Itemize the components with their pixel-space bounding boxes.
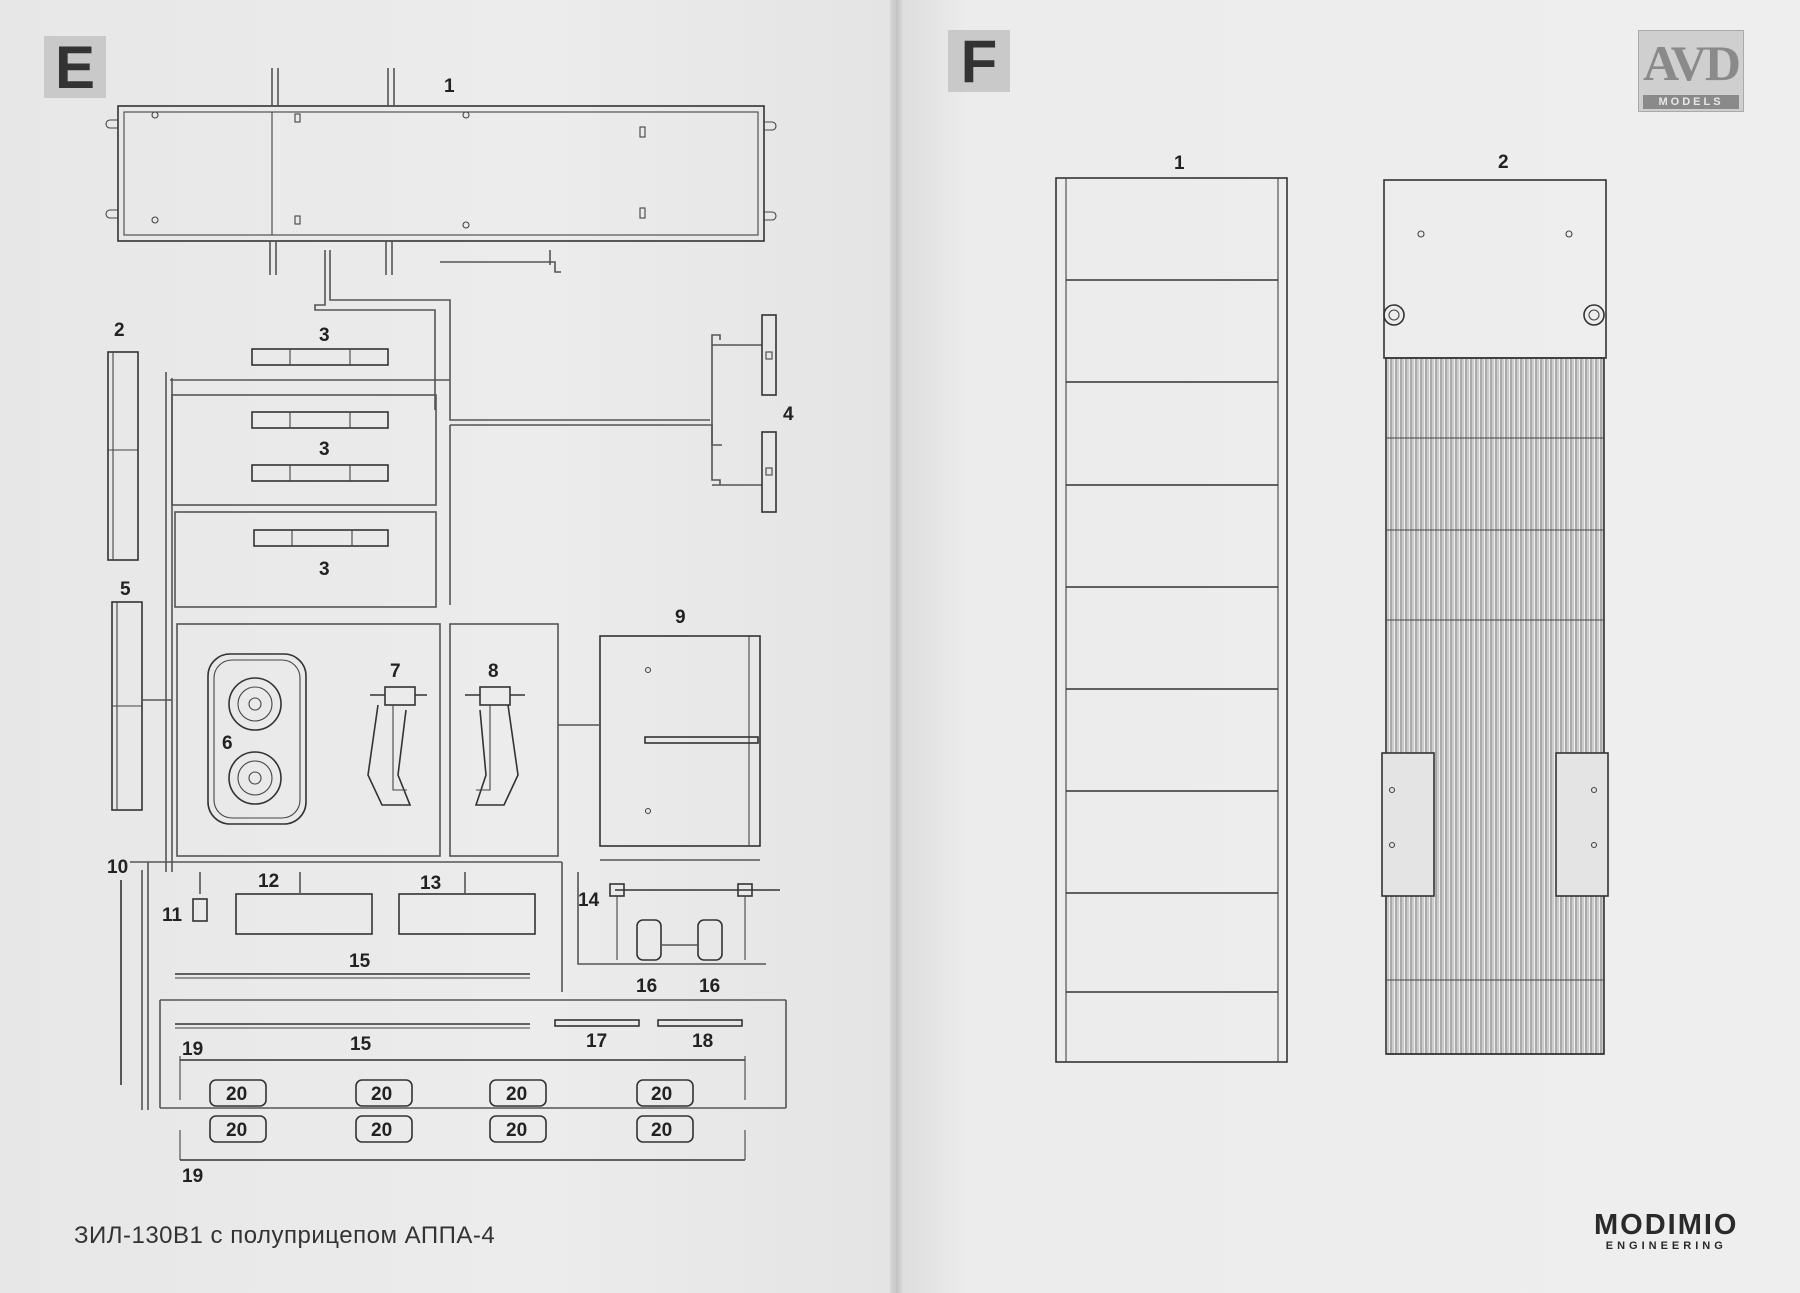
modimio-sub: ENGINEERING xyxy=(1605,1240,1727,1252)
label-e6: 6 xyxy=(222,733,233,754)
part-e1-inner xyxy=(123,111,759,236)
label-e10: 10 xyxy=(107,857,128,878)
label-e15a: 15 xyxy=(349,951,371,972)
label-e11: 11 xyxy=(162,905,183,926)
label-e20f: 20 xyxy=(371,1120,392,1141)
left-page xyxy=(0,0,896,1293)
part-e13 xyxy=(398,893,536,935)
part-e4-bottom xyxy=(761,431,777,513)
right-page xyxy=(896,0,1800,1293)
label-e16a: 16 xyxy=(636,976,657,997)
label-e20g: 20 xyxy=(506,1120,527,1141)
label-e20h: 20 xyxy=(651,1120,672,1141)
part-e17 xyxy=(554,1019,640,1027)
label-e20c: 20 xyxy=(506,1084,527,1105)
label-e9: 9 xyxy=(675,607,686,628)
label-e20b: 20 xyxy=(371,1084,392,1105)
label-e4: 4 xyxy=(783,404,794,425)
label-e14: 14 xyxy=(578,890,600,911)
avd-logo-sub: MODELS xyxy=(1643,95,1739,109)
modimio-logo: MODIMIO ENGINEERING xyxy=(1594,1210,1739,1252)
label-e3b: 3 xyxy=(319,439,330,460)
label-e13: 13 xyxy=(420,873,441,894)
label-e3a: 3 xyxy=(319,325,330,346)
part-e2 xyxy=(107,351,139,561)
part-e16 xyxy=(636,919,723,961)
part-e11 xyxy=(192,898,208,922)
label-f2: 2 xyxy=(1498,152,1509,173)
label-f1: 1 xyxy=(1174,153,1185,174)
right-part-labels: 1 2 xyxy=(1174,152,1509,174)
label-e7: 7 xyxy=(390,661,401,682)
label-e1: 1 xyxy=(444,76,455,97)
page-fold xyxy=(890,0,902,1293)
label-e18: 18 xyxy=(692,1031,713,1052)
label-e8: 8 xyxy=(488,661,499,682)
modimio-name: MODIMIO xyxy=(1594,1209,1739,1241)
section-letter-f-text: F xyxy=(960,27,998,95)
part-f1 xyxy=(1055,177,1288,1063)
label-e17: 17 xyxy=(586,1031,607,1052)
part-e18 xyxy=(657,1019,743,1027)
part-e6 xyxy=(207,653,307,825)
part-e12 xyxy=(235,893,373,935)
part-e1-frame xyxy=(117,105,765,242)
label-e19a: 19 xyxy=(182,1039,203,1060)
label-e2: 2 xyxy=(114,320,125,341)
label-e3c: 3 xyxy=(319,559,330,580)
label-e20a: 20 xyxy=(226,1084,247,1105)
part-e8 xyxy=(465,686,525,806)
part-e7 xyxy=(367,686,427,806)
label-e16b: 16 xyxy=(699,976,720,997)
section-letter-e-text: E xyxy=(54,33,96,101)
avd-models-logo: AVD MODELS xyxy=(1638,30,1744,112)
section-letter-e: E xyxy=(44,34,106,101)
part-f2 xyxy=(1381,179,1609,1055)
label-e12: 12 xyxy=(258,871,279,892)
label-e15b: 15 xyxy=(350,1034,372,1055)
section-letter-f: F xyxy=(948,28,1010,95)
part-e14 xyxy=(609,883,780,960)
part-e9 xyxy=(558,635,761,861)
avd-logo-main: AVD xyxy=(1643,35,1741,91)
left-part-labels: 1 2 3 3 3 4 5 6 7 8 9 10 11 12 13 14 15 … xyxy=(107,76,794,1187)
label-e20e: 20 xyxy=(226,1120,247,1141)
kit-title: ЗИЛ-130В1 с полуприцепом АППА-4 xyxy=(74,1222,496,1249)
label-e20d: 20 xyxy=(651,1084,672,1105)
label-e19b: 19 xyxy=(182,1166,203,1187)
sprue-e xyxy=(105,68,787,1161)
part-e3-bars xyxy=(251,348,389,547)
part-e20-handles xyxy=(209,1079,694,1143)
label-e5: 5 xyxy=(120,579,131,600)
part-e4-top xyxy=(761,314,777,396)
